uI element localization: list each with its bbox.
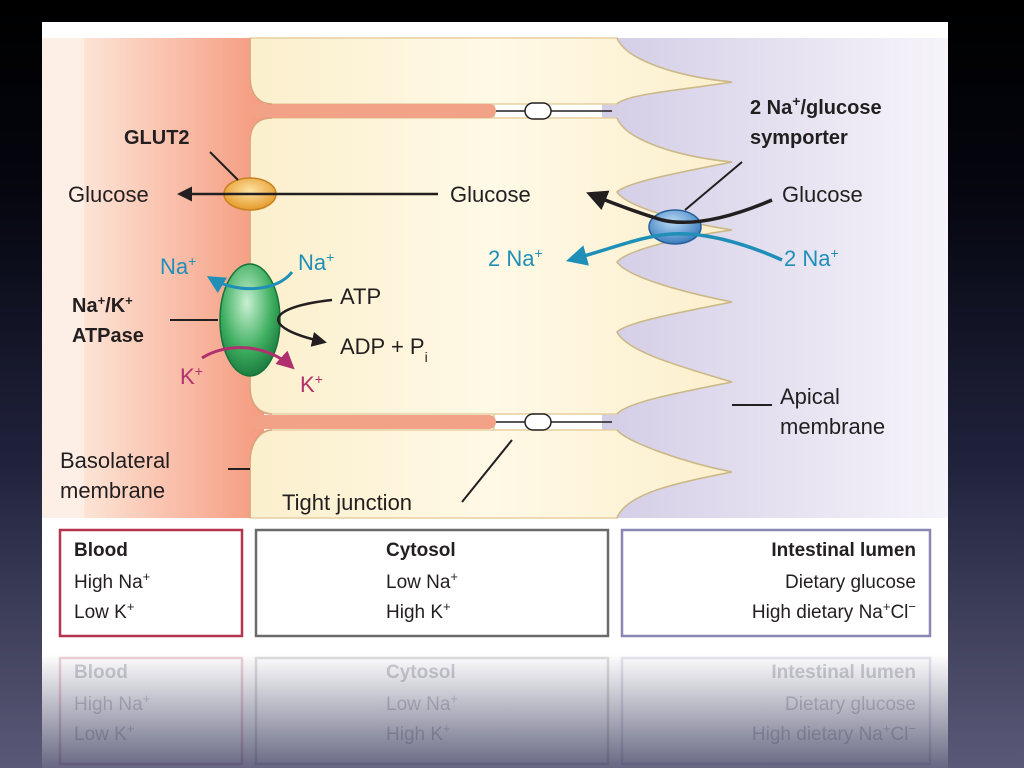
- apical-label-line2: membrane: [780, 414, 885, 439]
- lumen-box: Intestinal lumen Dietary glucose High di…: [620, 528, 932, 638]
- na-glucose-symporter: [648, 209, 702, 245]
- epithelial-transport-diagram: GLUT2 Glucose Glucose Glucose 2 Na+/gluc…: [42, 37, 948, 638]
- atp-label: ATP: [340, 284, 381, 309]
- basolateral-membrane: [249, 38, 273, 518]
- glut2-label: GLUT2: [124, 127, 190, 149]
- basolateral-label-line1: Basolateral: [60, 448, 170, 473]
- diagram-slide: GLUT2 Glucose Glucose Glucose 2 Na+/gluc…: [42, 22, 948, 654]
- symporter-label-line1: 2 Na+/glucose: [750, 93, 882, 119]
- apical-label-line1: Apical: [780, 384, 840, 409]
- lumen-region: [602, 38, 948, 518]
- glucose-blood-label: Glucose: [68, 182, 149, 207]
- tight-junction-bar-bottom: [250, 415, 496, 429]
- glucose-arrow-into-cell: [586, 190, 773, 224]
- blood-box-line2: Low K+: [74, 599, 134, 624]
- cytosol-box-line1: Low Na+: [386, 569, 458, 594]
- lumen-box-line1: Dietary glucose: [785, 572, 916, 593]
- tight-junction-bar-top: [250, 104, 496, 118]
- sodium-arrow-out: [206, 271, 294, 294]
- na-k-atpase: [219, 263, 281, 377]
- sodium-left-label: Na+: [160, 253, 196, 279]
- lumen-box-line2: High dietary Na+Cl−: [752, 599, 916, 624]
- atpase-label-line2: ATPase: [72, 325, 144, 347]
- cytosol-box-title: Cytosol: [386, 540, 456, 561]
- apical-membrane: [616, 37, 733, 519]
- glucose-lumen-label: Glucose: [782, 182, 863, 207]
- atpase-label-line1: Na+/K+: [72, 293, 133, 318]
- potassium-arrow-in: [201, 346, 295, 370]
- adp-label: ADP + Pi: [340, 334, 428, 365]
- potassium-right-label: K+: [300, 371, 323, 397]
- atp-hydrolysis-arrow: [277, 298, 333, 347]
- potassium-left-label: K+: [180, 363, 203, 389]
- cytosol-box: Cytosol Low Na+ High K+: [254, 528, 610, 638]
- cytosol-box-line2: High K+: [386, 599, 451, 624]
- sodium-mid-label: Na+: [298, 249, 334, 275]
- sodium-arrow-into-cell: [565, 231, 783, 266]
- lumen-box-title: Intestinal lumen: [771, 540, 916, 561]
- glucose-cytosol-label: Glucose: [450, 182, 531, 207]
- symporter-label-line2: symporter: [750, 127, 848, 149]
- sodium-lumen-label: 2 Na+: [784, 245, 839, 271]
- blood-box: Blood High Na+ Low K+: [58, 528, 244, 638]
- tight-junction-label: Tight junction: [282, 490, 412, 515]
- blood-box-line1: High Na+: [74, 569, 150, 594]
- tight-junction-bottom: [524, 413, 552, 431]
- slide-reflection: Low K+ High Na+ Blood High K+ Low Na+ Cy…: [42, 654, 948, 768]
- basolateral-label-line2: membrane: [60, 478, 165, 503]
- tight-junction-top: [524, 102, 552, 120]
- blood-box-title: Blood: [74, 540, 128, 561]
- sodium-cytosol-label: 2 Na+: [488, 245, 543, 271]
